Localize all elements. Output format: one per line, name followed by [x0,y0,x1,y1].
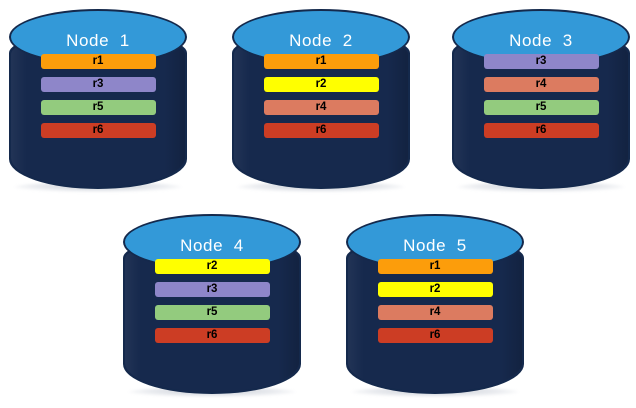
replica-record-list: r3 r4 r5 r6 [452,54,630,138]
node-label: Node 5 [403,235,467,255]
replica-record-bar-r2[interactable]: r2 [377,282,493,297]
replica-record-bar-r4[interactable]: r4 [377,305,493,320]
storage-node-cylinder-1[interactable]: Node 1 r1 r3 r5 r6 [9,9,187,192]
storage-node-cylinder-2[interactable]: Node 2 r1 r2 r4 r6 [232,9,410,192]
replica-record-bar-r4[interactable]: r4 [483,77,599,92]
replica-record-bar-r3[interactable]: r3 [483,54,599,69]
replica-record-bar-r1[interactable]: r1 [40,54,156,69]
replica-record-bar-r5[interactable]: r5 [154,305,270,320]
replica-record-bar-r2[interactable]: r2 [154,259,270,274]
replica-record-bar-r1[interactable]: r1 [263,54,379,69]
replica-record-list: r1 r2 r4 r6 [232,54,410,138]
replica-record-bar-r4[interactable]: r4 [263,100,379,115]
storage-node-cylinder-3[interactable]: Node 3 r3 r4 r5 r6 [452,9,630,192]
replica-record-list: r2 r3 r5 r6 [123,259,301,343]
node-label: Node 3 [509,30,573,50]
replica-record-bar-r6[interactable]: r6 [40,123,156,138]
replica-record-bar-r6[interactable]: r6 [377,328,493,343]
replica-record-bar-r1[interactable]: r1 [377,259,493,274]
node-label: Node 1 [66,30,130,50]
replica-record-bar-r3[interactable]: r3 [40,77,156,92]
replica-record-bar-r6[interactable]: r6 [154,328,270,343]
replica-record-list: r1 r2 r4 r6 [346,259,524,343]
node-label: Node 2 [289,30,353,50]
replica-record-bar-r3[interactable]: r3 [154,282,270,297]
replica-record-bar-r6[interactable]: r6 [263,123,379,138]
node-label: Node 4 [180,235,244,255]
replica-record-bar-r5[interactable]: r5 [40,100,156,115]
storage-node-cylinder-5[interactable]: Node 5 r1 r2 r4 r6 [346,214,524,397]
replica-record-bar-r6[interactable]: r6 [483,123,599,138]
storage-node-cylinder-4[interactable]: Node 4 r2 r3 r5 r6 [123,214,301,397]
replica-record-bar-r2[interactable]: r2 [263,77,379,92]
replica-record-bar-r5[interactable]: r5 [483,100,599,115]
replica-record-list: r1 r3 r5 r6 [9,54,187,138]
